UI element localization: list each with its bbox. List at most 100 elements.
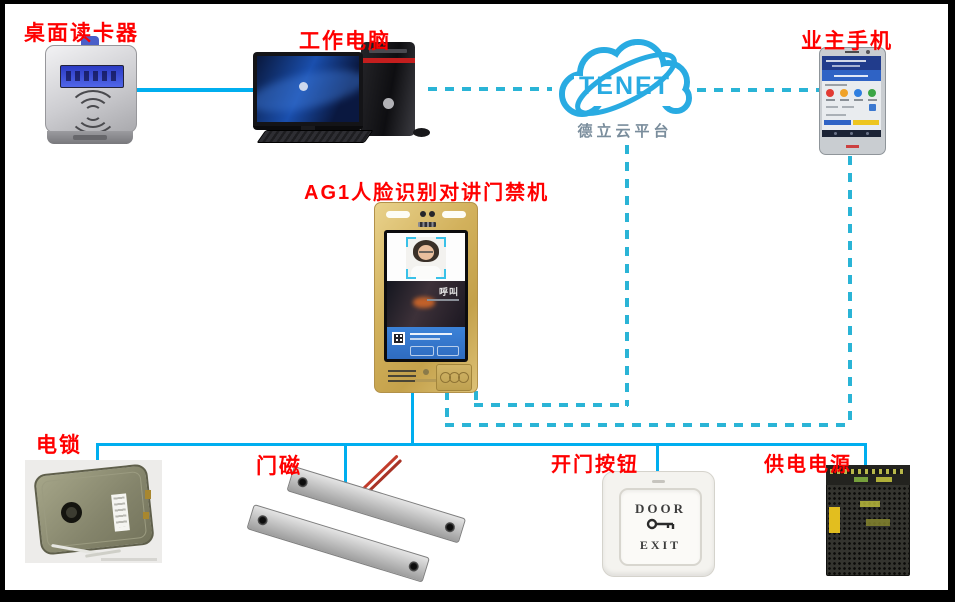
image-border-left — [0, 0, 5, 602]
exit-button-notch — [652, 480, 665, 483]
phone-icon-caption — [854, 99, 863, 101]
ag1-card-swipe-zone — [436, 364, 472, 391]
connector-computer-cloud — [428, 87, 552, 91]
power-supply-terminal-strip — [826, 465, 910, 485]
lock-label: 电锁 — [36, 434, 82, 457]
phone-chat-icon — [869, 104, 876, 111]
ag1-logo-dot — [423, 369, 429, 375]
cloud-orbit-swoosh — [575, 52, 677, 116]
ag1-fill-light-strip — [418, 222, 436, 227]
phone-screen — [822, 56, 881, 137]
ag1-light-pill-left — [386, 211, 410, 218]
phone-label: 业主手机 — [801, 30, 893, 53]
connector-cloud-down — [625, 145, 629, 406]
terminal-block-green — [854, 477, 868, 482]
phone-banner-text — [834, 75, 868, 77]
hp-logo-icon — [383, 98, 394, 109]
ad-subtext — [427, 299, 459, 301]
computer-screen — [257, 56, 359, 122]
phone-app-icon-blue — [854, 89, 862, 97]
qr-panel-button — [410, 346, 434, 356]
ag1-screen: 呼叫 — [387, 233, 465, 359]
connector-phone-ag1-rise — [445, 391, 449, 425]
image-border-top — [0, 0, 955, 4]
cloud-platform-name: 德立云平台 — [577, 123, 673, 140]
exit-button-image: DOOR EXIT — [602, 471, 715, 577]
face-glasses — [419, 251, 433, 253]
phone-header-text — [826, 60, 866, 62]
phone-row-text — [826, 114, 846, 116]
phone-camera-dot — [866, 50, 870, 54]
hp-logo-icon — [299, 82, 308, 91]
power-supply-marking — [866, 519, 890, 526]
ag1-ad-banner: 呼叫 — [387, 281, 465, 327]
phone-nav-dot — [850, 132, 853, 135]
face-detect-bracket — [406, 237, 416, 247]
computer-wallpaper-swoosh — [257, 61, 359, 121]
computer-red-stripe — [361, 58, 415, 63]
phone-icon-caption — [840, 99, 849, 101]
lock-cover-edge — [40, 470, 148, 549]
power-supply-label: 供电电源 — [764, 454, 852, 476]
ag1-logo-text — [415, 379, 437, 382]
power-supply-image — [826, 465, 910, 576]
phone-icon-caption — [826, 99, 835, 101]
card-reader-label: 桌面读卡器 — [24, 22, 139, 45]
ag1-screen-bezel: 呼叫 — [384, 230, 468, 362]
phone-speaker-slot — [845, 51, 859, 53]
card-reader-lcd — [60, 65, 124, 88]
computer-monitor — [253, 52, 363, 130]
lock-bolt — [143, 512, 149, 519]
image-border-bottom — [0, 590, 955, 602]
connector-phone-down — [848, 156, 852, 426]
lock-shadow — [101, 558, 157, 561]
phone-brand-text — [846, 145, 859, 148]
exit-button-label: 开门按钮 — [551, 454, 639, 476]
phone-header-text — [832, 65, 860, 67]
card-reader-body — [45, 45, 137, 134]
magnet-screw-hole — [256, 513, 269, 527]
power-supply-yellow-label — [829, 507, 840, 533]
face-detect-bracket — [436, 237, 446, 247]
connector-cloud-phone — [697, 88, 819, 92]
computer-label: 工作电脑 — [299, 30, 391, 53]
lock-cylinder — [61, 502, 82, 523]
ag1-label: AG1人脸识别对讲门禁机 — [304, 182, 550, 204]
cloud-icon: TENET — [559, 39, 692, 117]
qr-code-icon — [392, 332, 405, 345]
magnet-screw-hole — [407, 560, 420, 573]
connector-reader-computer — [133, 88, 257, 92]
phone-nav-dot — [834, 132, 837, 135]
connector-ag1-to-bus — [411, 391, 414, 446]
ag1-device-image: 呼叫 — [374, 202, 478, 393]
phone-section-title — [825, 84, 847, 86]
phone-row-text — [826, 106, 838, 108]
computer-drive-bay — [369, 49, 407, 53]
qr-panel-text — [410, 338, 440, 340]
exit-button-pad: DOOR EXIT — [619, 488, 702, 566]
exit-button-exit-text: EXIT — [639, 538, 682, 552]
card-reader-base — [47, 131, 133, 144]
connector-phone-ag1-horizontal — [445, 423, 851, 427]
phone-nav-bar — [822, 130, 881, 137]
ag1-face-photo — [406, 237, 446, 279]
phone-app-icon-green — [868, 89, 876, 97]
ag1-speaker-grille — [388, 370, 416, 382]
lock-cylinder-core — [66, 507, 77, 518]
qr-panel-text — [410, 333, 452, 335]
rfid-wave-icon — [84, 105, 102, 121]
phone-yellow-button — [853, 120, 879, 125]
phone-icon-caption — [868, 99, 877, 101]
ag1-camera-lens — [429, 211, 435, 217]
lock-body — [33, 463, 155, 556]
computer-image — [253, 42, 433, 143]
card-reader-image — [45, 36, 137, 144]
lock-image — [25, 460, 162, 563]
ag1-light-pill-right — [442, 211, 466, 218]
connector-bus-horizontal — [96, 443, 867, 446]
ad-graphic — [413, 297, 435, 308]
terminal-block-yellow — [876, 477, 892, 482]
power-supply-marking — [860, 501, 880, 507]
computer-keyboard — [256, 130, 374, 143]
